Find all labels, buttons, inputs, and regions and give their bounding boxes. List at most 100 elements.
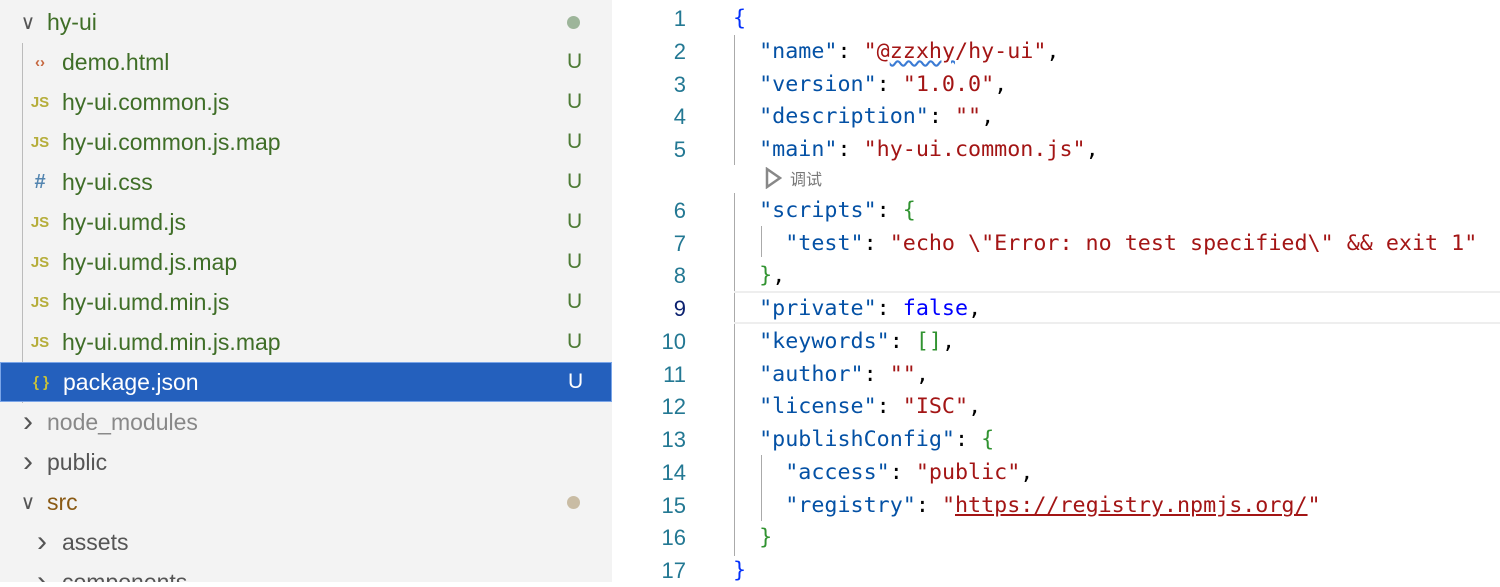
punctuation: , xyxy=(968,296,982,321)
tree-item-public[interactable]: › public xyxy=(0,442,612,482)
json-key: "version" xyxy=(759,71,877,97)
chevron-down-icon: ∨ xyxy=(20,491,36,514)
json-file-icon: { } xyxy=(33,373,49,391)
git-status-badge: U xyxy=(567,50,583,73)
tree-item-src[interactable]: ∨ src xyxy=(0,482,612,522)
punctuation: : xyxy=(876,296,903,321)
json-key: "license" xyxy=(759,394,877,420)
punctuation: : xyxy=(889,459,916,485)
code-editor[interactable]: 调试 1{2 "name": "@zzxhy/hy-ui",3 "version… xyxy=(614,0,1500,583)
punctuation xyxy=(733,137,759,162)
line-number: 8 xyxy=(673,263,686,289)
tree-item-label: hy-ui.umd.min.js.map xyxy=(62,328,281,355)
code-line[interactable]: "name": "@zzxhy/hy-ui", xyxy=(733,35,1059,68)
url-link[interactable]: https://registry.npmjs.org/ xyxy=(955,492,1308,518)
json-string: "public" xyxy=(915,459,1021,485)
git-status-badge: U xyxy=(567,130,583,153)
tree-item-label: hy-ui.umd.js.map xyxy=(62,248,238,275)
punctuation: : xyxy=(876,197,903,223)
json-key: "author" xyxy=(759,361,864,387)
punctuation: : xyxy=(928,104,955,130)
json-string: "hy-ui.common.js" xyxy=(863,137,1086,162)
punctuation: , xyxy=(994,71,1008,97)
code-line[interactable]: "publishConfig": { xyxy=(733,423,994,456)
tree-item-components[interactable]: ›components xyxy=(0,562,612,582)
line-number: 2 xyxy=(673,38,686,64)
code-line[interactable]: "keywords": [], xyxy=(733,325,955,358)
punctuation xyxy=(733,296,759,321)
tree-item-label: assets xyxy=(62,528,129,555)
code-line[interactable]: "license": "ISC", xyxy=(733,390,981,423)
punctuation: : xyxy=(837,38,864,64)
tree-item-label: components xyxy=(62,568,188,583)
punctuation: , xyxy=(1046,38,1060,64)
spelling-warning: zzxhy xyxy=(889,38,956,64)
git-status-badge: U xyxy=(567,250,583,273)
punctuation: : xyxy=(954,427,982,452)
punctuation: , xyxy=(915,361,929,387)
code-line[interactable]: "private": false, xyxy=(733,292,981,325)
tree-item-assets[interactable]: › assets xyxy=(0,522,612,562)
current-line-highlight xyxy=(734,291,1500,324)
line-number: 7 xyxy=(673,230,686,256)
tree-item-label: hy-ui.umd.js xyxy=(62,208,186,235)
line-number: 13 xyxy=(661,427,686,452)
code-line[interactable]: } xyxy=(733,554,746,587)
json-string: "" xyxy=(955,104,982,130)
chevron-right-icon: › xyxy=(23,405,33,438)
tree-item-label: public xyxy=(47,448,108,475)
code-line[interactable]: { xyxy=(733,2,746,35)
html-file-icon: ‹› xyxy=(35,53,45,71)
chevron-right-icon: › xyxy=(23,445,33,478)
code-line[interactable]: "scripts": { xyxy=(733,194,916,227)
code-line[interactable]: "author": "", xyxy=(733,358,929,391)
code-line[interactable]: "description": "", xyxy=(733,100,994,133)
code-line[interactable]: "version": "1.0.0", xyxy=(733,68,1007,101)
punctuation xyxy=(733,198,759,223)
tree-item-label: hy-ui.common.js xyxy=(62,88,230,115)
punctuation: : xyxy=(863,230,890,256)
code-line[interactable]: "registry": "https://registry.npmjs.org/… xyxy=(733,489,1321,522)
code-line[interactable]: "test": "echo \"Error: no test specified… xyxy=(733,227,1477,260)
punctuation xyxy=(733,39,759,64)
punctuation xyxy=(733,493,785,518)
json-key: "scripts" xyxy=(759,197,877,223)
code-line[interactable]: } xyxy=(733,521,772,554)
json-key: "access" xyxy=(785,459,890,485)
tree-item-node-modules[interactable]: ›node_modules xyxy=(0,402,612,442)
chevron-down-icon: ∨ xyxy=(20,11,36,34)
json-key: "registry" xyxy=(785,492,916,518)
json-key: "keywords" xyxy=(759,328,890,354)
punctuation: , xyxy=(1085,137,1099,162)
tree-item-label: package.json xyxy=(63,368,199,395)
tree-item-label: src xyxy=(47,488,78,515)
tree-item-hy-ui[interactable]: ∨hy-ui xyxy=(0,2,612,42)
indent-guide xyxy=(761,455,762,521)
debug-codelens[interactable]: 调试 xyxy=(764,166,822,190)
json-string: "ISC" xyxy=(902,394,969,420)
codelens-label: 调试 xyxy=(790,172,823,189)
chevron-right-icon: › xyxy=(37,525,47,558)
code-line[interactable]: }, xyxy=(733,259,785,292)
punctuation: : xyxy=(863,361,890,387)
json-string: " xyxy=(1307,492,1321,518)
code-line[interactable]: "main": "hy-ui.common.js", xyxy=(733,133,1099,166)
line-number: 14 xyxy=(661,459,686,485)
punctuation xyxy=(733,427,759,452)
punctuation xyxy=(733,104,759,129)
tree-item-label: hy-ui.umd.min.js xyxy=(62,288,230,315)
json-string: "@ xyxy=(863,38,890,64)
json-string: " xyxy=(941,492,955,518)
js-file-icon: JS xyxy=(30,133,50,151)
line-number: 1 xyxy=(673,6,686,31)
code-line[interactable]: "access": "public", xyxy=(733,456,1033,489)
